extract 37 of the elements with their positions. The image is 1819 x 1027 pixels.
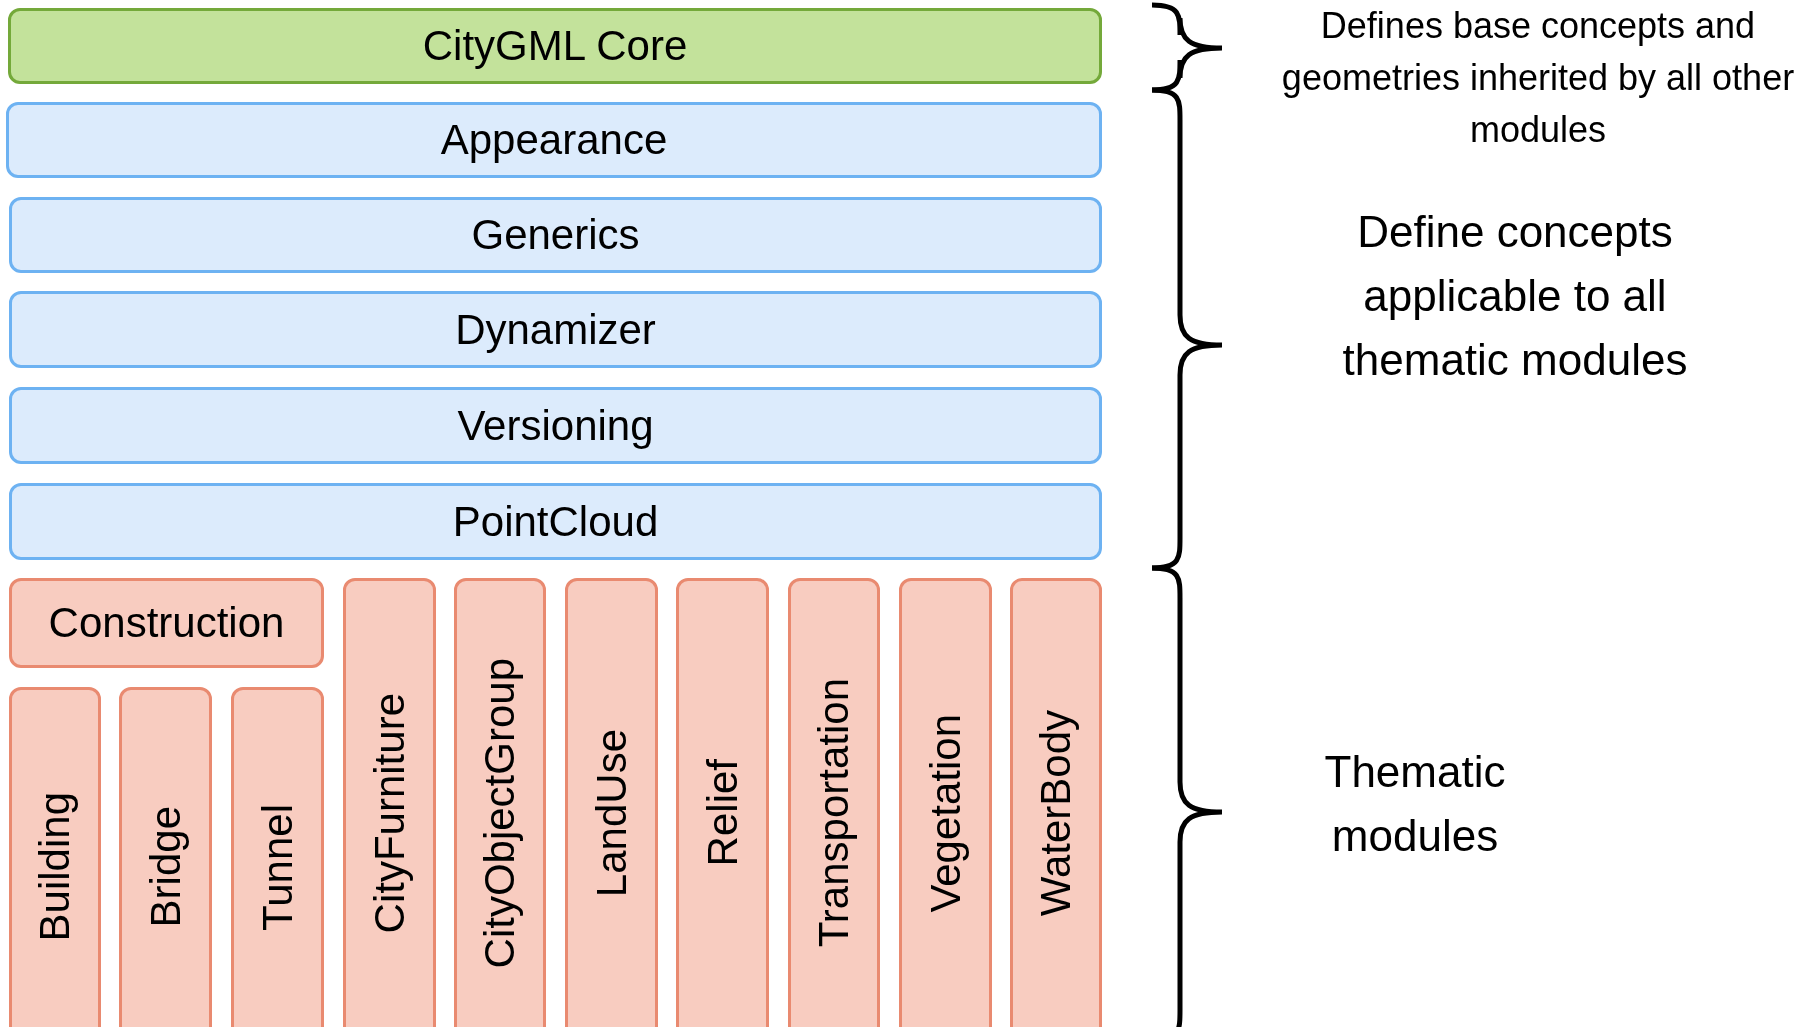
module-box (8, 8, 1102, 84)
module-name: Generics (471, 211, 640, 259)
annotation-text: Defines base concepts and geometries inherited by all other modules (1280, 4, 1796, 153)
module-name: Construction (48, 599, 285, 647)
module-box (454, 578, 546, 1027)
module-box (9, 483, 1102, 560)
module-name: CityFurniture (365, 692, 414, 934)
module-box (231, 687, 324, 1027)
module-box (9, 197, 1102, 273)
module-box (9, 687, 101, 1027)
module-box (9, 291, 1102, 368)
module-name: Tunnel (253, 803, 302, 931)
module-name: WaterBody (1032, 709, 1080, 917)
module-box (9, 387, 1102, 464)
module-name: Versioning (457, 401, 654, 450)
module-name: Bridge (141, 806, 190, 928)
module-name: Appearance (440, 116, 668, 164)
annotation-text: Define concepts applicable to all thematic modules (1341, 206, 1689, 386)
module-box (9, 578, 324, 668)
module-name: Transportation (810, 678, 858, 948)
module-name: CityObjectGroup (476, 657, 524, 969)
module-box (676, 578, 769, 1027)
module-box (565, 578, 658, 1027)
module-name: PointCloud (452, 497, 659, 546)
module-name: Vegetation (921, 713, 970, 913)
module-box (119, 687, 212, 1027)
module-name: Dynamizer (455, 305, 656, 354)
module-box (899, 578, 992, 1027)
module-name: Relief (698, 759, 747, 867)
module-box (6, 102, 1102, 178)
module-box (788, 578, 880, 1027)
module-box (1010, 578, 1102, 1027)
module-name: CityGML Core (422, 22, 688, 70)
module-name: Building (31, 792, 79, 942)
module-name: LandUse (587, 728, 636, 898)
module-box (343, 578, 436, 1027)
annotation-text: Thematic modules (1323, 746, 1507, 862)
